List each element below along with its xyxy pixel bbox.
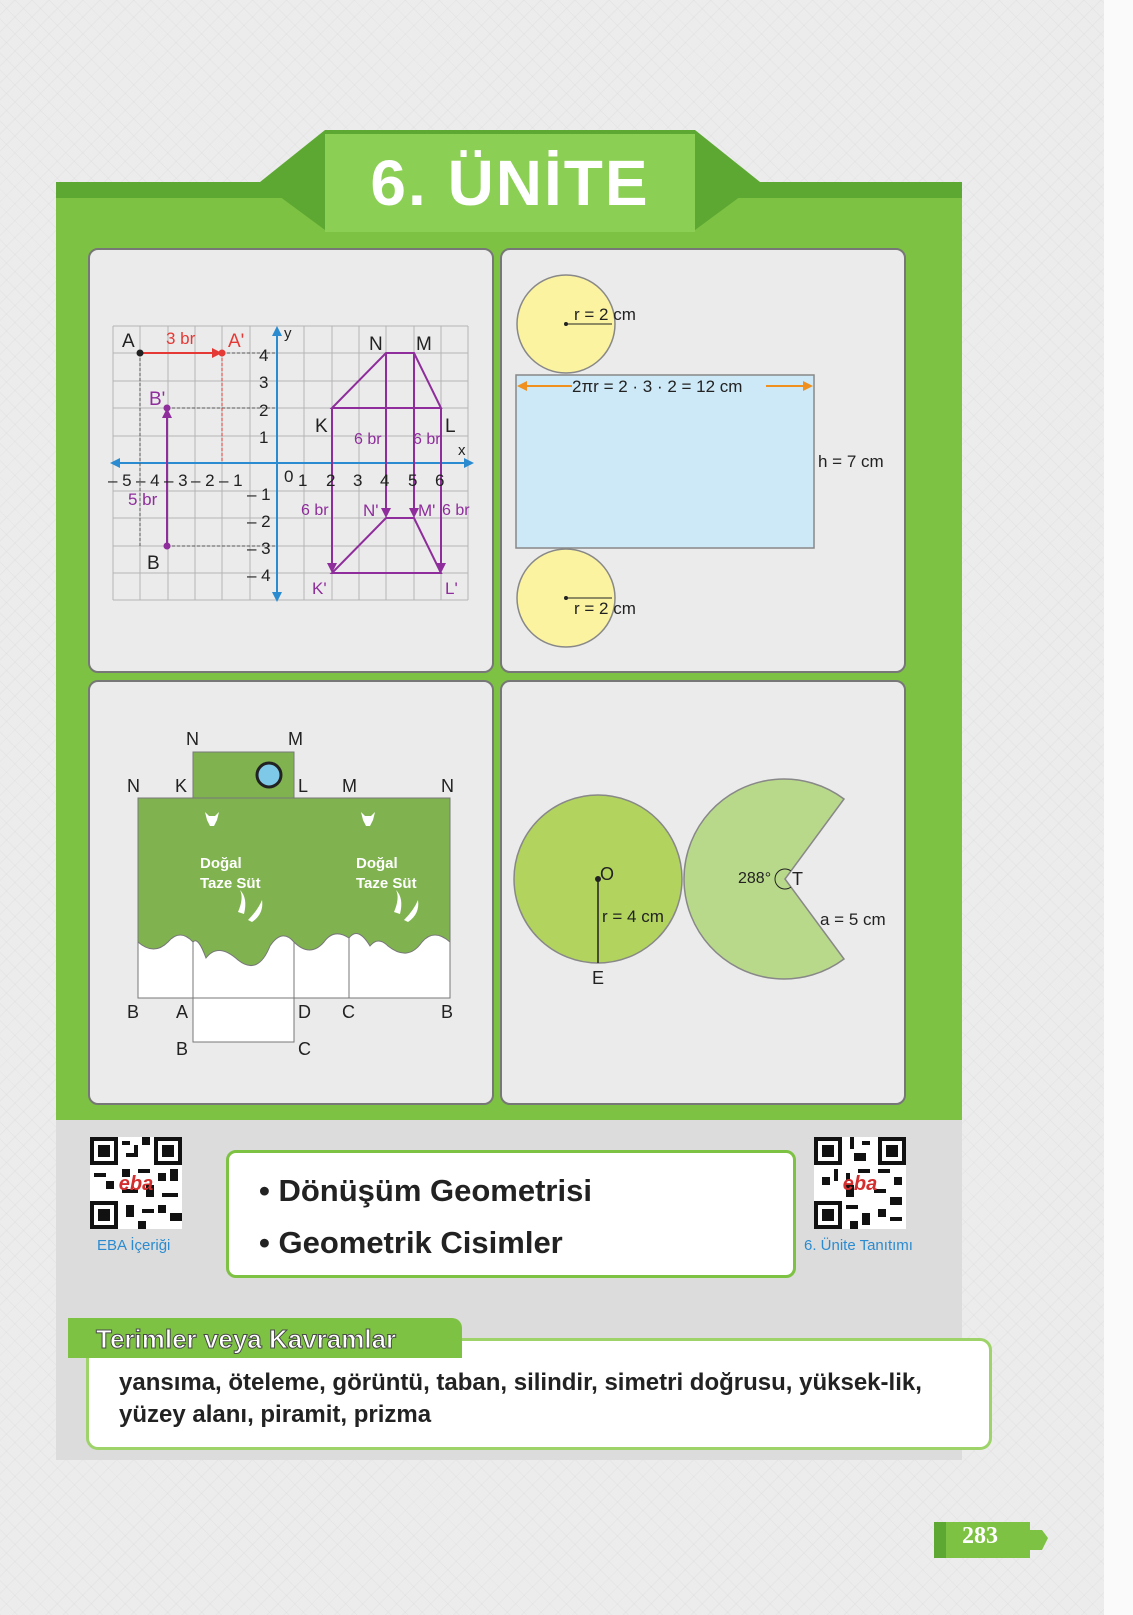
point-l-prime-label: L' (445, 579, 458, 598)
carton-label-b-right: B (441, 1002, 454, 1022)
point-m-prime-label: M' (418, 501, 436, 520)
qr-pattern-left: eba (90, 1137, 182, 1229)
terms-title: Terimler veya Kavramlar (95, 1324, 397, 1355)
carton-label-l: L (298, 776, 309, 796)
y-tick-1: 1 (259, 428, 269, 447)
carton-label-m-top: M (288, 729, 303, 749)
point-b-label: B (147, 553, 160, 574)
top-radius-label: r = 2 cm (574, 305, 636, 324)
six-br-label-3: 6 br (301, 502, 329, 519)
carton-label-a: A (176, 1002, 189, 1022)
point-n-prime-label: N' (363, 501, 379, 520)
point-k-label: K (315, 416, 328, 437)
y-tick-3: 3 (259, 373, 269, 392)
circumference-label: 2πr = 2 · 3 · 2 = 12 cm (572, 377, 743, 396)
x-tick-5: 5 (408, 471, 418, 490)
y-tick-4: 4 (259, 346, 269, 365)
brand-text-2-line1: Doğal (356, 855, 398, 872)
height-label: h = 7 cm (818, 452, 884, 471)
x-tick-2: 2 (326, 471, 336, 490)
x-axis-label: x (458, 442, 466, 459)
y-tick-neg2: – 2 (247, 512, 271, 531)
topic-item-transformation-geometry: • Dönüşüm Geometrisi (259, 1173, 592, 1208)
eba-logo-right: eba (843, 1173, 877, 1195)
point-m-label: M (416, 334, 432, 355)
carton-label-b-bottom: B (176, 1039, 189, 1059)
qr-right-caption: 6. Ünite Tanıtımı (804, 1237, 913, 1254)
topic-item-geometric-solids: • Geometrik Cisimler (259, 1225, 563, 1260)
coordinate-grid (110, 325, 474, 602)
carton-label-b-left: B (127, 1002, 140, 1022)
x-tick-neg1: – 1 (219, 471, 243, 490)
x-tick-3: 3 (353, 471, 363, 490)
point-a-prime-label: A' (228, 331, 245, 352)
y-tick-neg1: – 1 (247, 485, 271, 504)
y-tick-2: 2 (259, 401, 269, 420)
x-tick-neg4: – 4 (136, 471, 160, 490)
carton-label-k: K (175, 776, 188, 796)
cone-radius-label: r = 4 cm (602, 907, 664, 926)
terms-text: yansıma, öteleme, görüntü, taban, silind… (119, 1369, 922, 1428)
brand-text-1-line1: Doğal (200, 855, 242, 872)
x-tick-neg2: – 2 (191, 471, 215, 490)
cone-net-drawing (513, 778, 846, 980)
x-tick-4: 4 (380, 471, 390, 490)
center-o-label: O (600, 864, 615, 884)
page-number: 283 (962, 1523, 998, 1549)
carton-label-n-top: N (186, 729, 199, 749)
y-tick-neg3: – 3 (247, 539, 271, 558)
apex-t-label: T (792, 869, 803, 889)
page-number-ribbon (934, 1522, 1048, 1558)
y-axis-label: y (284, 325, 292, 342)
topics-box: • Dönüşüm Geometrisi • Geometrik Cisimle… (226, 1150, 796, 1278)
page-edge-strip (1104, 0, 1133, 1615)
carton-label-n-left: N (127, 776, 140, 796)
qr-code-right[interactable]: eba (814, 1137, 906, 1229)
x-tick-neg3: – 3 (164, 471, 188, 490)
carton-net-drawing (137, 751, 451, 1043)
point-k-prime-label: K' (312, 579, 327, 598)
x-tick-6: 6 (435, 471, 445, 490)
cone-net-box: O r = 4 cm E 288° T a = 5 cm (500, 680, 906, 1105)
carton-label-n-right: N (441, 776, 454, 796)
terms-tab (68, 1318, 462, 1358)
carton-label-c-bottom: C (298, 1039, 311, 1059)
y-tick-neg4: – 4 (247, 566, 271, 585)
angle-label: 288° (738, 870, 772, 887)
brand-text-2-line2: Taze Süt (356, 875, 417, 892)
three-br-label: 3 br (166, 329, 196, 348)
carton-label-d: D (298, 1002, 311, 1022)
point-n-label: N (369, 334, 383, 355)
carton-net-box: N M N K L M N Doğal Taze Süt Doğal Taze … (88, 680, 494, 1105)
point-l-label: L (445, 416, 456, 437)
point-b-prime-label: B' (149, 389, 166, 410)
slant-label: a = 5 cm (820, 910, 886, 929)
six-br-label-4: 6 br (442, 502, 470, 519)
cylinder-net-drawing (515, 274, 815, 648)
six-br-label-1: 6 br (354, 431, 382, 448)
point-e-label: E (592, 968, 605, 988)
six-br-label-2: 6 br (413, 431, 441, 448)
brand-text-1-line2: Taze Süt (200, 875, 261, 892)
qr-code-left[interactable]: eba (90, 1137, 182, 1229)
qr-left-caption: EBA İçeriği (97, 1237, 171, 1254)
transformation-grid-box: A 3 br A' y N M B' K L 6 br 6 br x 0 – 5… (88, 248, 494, 673)
origin-label: 0 (284, 467, 294, 486)
point-a-label: A (122, 331, 135, 352)
x-tick-1: 1 (298, 471, 308, 490)
x-tick-neg5: – 5 (108, 471, 132, 490)
eba-logo-left: eba (119, 1173, 153, 1195)
cylinder-net-box: r = 2 cm 2πr = 2 · 3 · 2 = 12 cm h = 7 c… (500, 248, 906, 673)
carton-label-c: C (342, 1002, 355, 1022)
unit-title: 6. ÜNİTE (325, 134, 695, 232)
carton-label-m: M (342, 776, 357, 796)
qr-pattern-right: eba (814, 1137, 906, 1229)
five-br-label: 5 br (128, 490, 158, 509)
bottom-radius-label: r = 2 cm (574, 599, 636, 618)
